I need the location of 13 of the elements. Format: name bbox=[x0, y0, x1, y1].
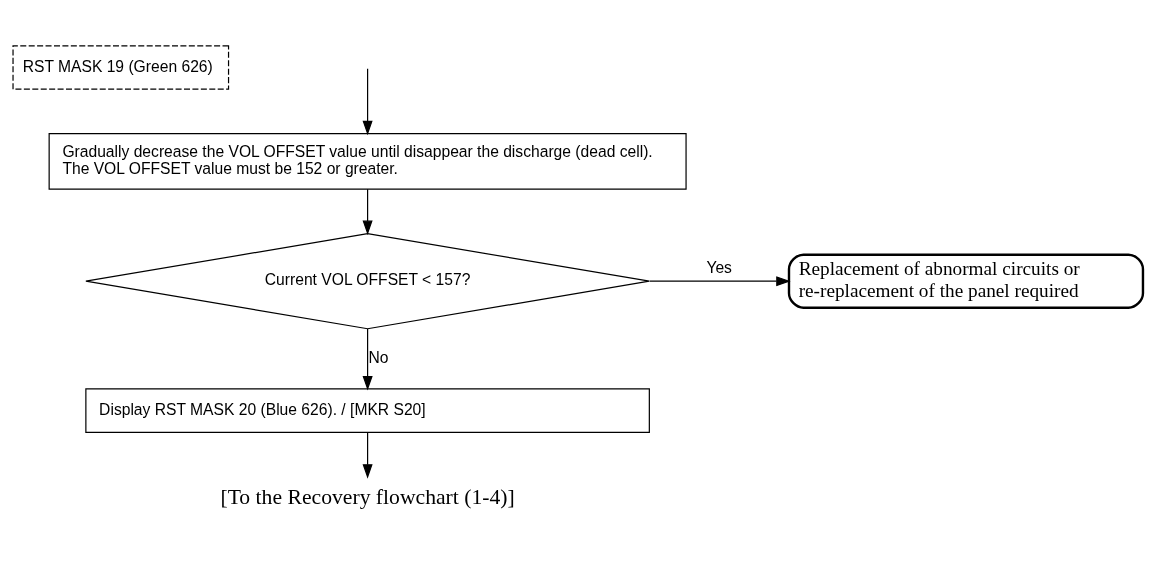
edge-label: Yes bbox=[706, 258, 732, 276]
node-box: Display RST MASK 20 (Blue 626). / [MKR S20] bbox=[85, 387, 650, 433]
node-text: [To the Recovery flowchart (1-4)] bbox=[220, 484, 515, 509]
arrow bbox=[362, 431, 373, 479]
node-box: Gradually decrease the VOL OFFSET value until disappear the discharge (dead cell). The VOL OFFSET value must be 152 or greater. bbox=[48, 132, 687, 190]
arrow bbox=[362, 67, 373, 135]
node-box: RST MASK 19 (Green 626) bbox=[12, 44, 230, 90]
edge-label: No bbox=[368, 348, 389, 366]
arrow bbox=[362, 327, 373, 391]
arrow bbox=[649, 275, 791, 286]
arrow bbox=[362, 188, 373, 235]
node-diamond: Current VOL OFFSET < 157? bbox=[85, 232, 650, 329]
node-box: Replacement of abnormal circuits or re-replacement of the panel required bbox=[787, 253, 1145, 309]
